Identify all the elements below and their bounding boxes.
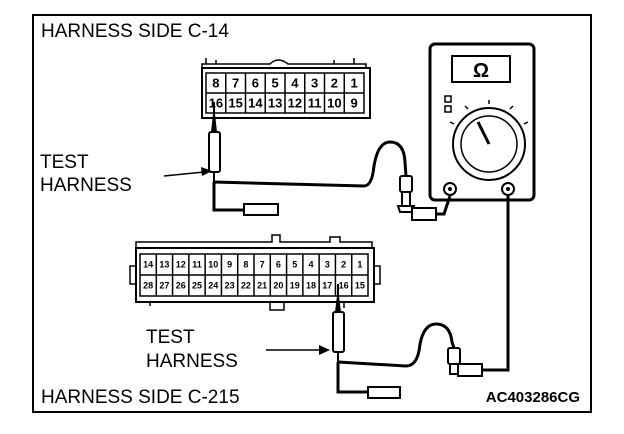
- c215-pin-25: 25: [192, 281, 202, 291]
- c215-pin-16: 16: [339, 281, 349, 291]
- harness-side-c215-label: HARNESS SIDE C-215: [41, 387, 240, 408]
- figure-code: AC403286CG: [485, 389, 580, 406]
- leader-arrow-2: [266, 345, 330, 355]
- c14-pin-7: 7: [232, 76, 239, 91]
- c215-pin-26: 26: [176, 281, 186, 291]
- c14-pin-6: 6: [252, 76, 259, 91]
- c215-pin-11: 11: [192, 260, 202, 270]
- c14-pin-14: 14: [248, 96, 263, 111]
- ohmmeter: Ω: [428, 42, 536, 202]
- c14-pin-11: 11: [308, 96, 322, 111]
- c215-pin-4: 4: [308, 260, 313, 270]
- test-harness-1-label-line2: HARNESS: [40, 175, 132, 196]
- c14-pin-3: 3: [311, 76, 318, 91]
- c14-pin-8: 8: [212, 76, 219, 91]
- c215-pin-23: 23: [225, 281, 235, 291]
- c215-pin-18: 18: [306, 281, 316, 291]
- c14-pin-2: 2: [331, 76, 338, 91]
- test-harness-1-label-line1: TEST: [40, 152, 89, 173]
- c14-pin-1: 1: [351, 76, 358, 91]
- c215-pin-1: 1: [357, 260, 362, 270]
- ohm-symbol: Ω: [473, 60, 489, 82]
- test-harness-2: [332, 196, 510, 399]
- diagram-frame: HARNESS SIDE C-14 HARNESS SIDE C-215 AC4…: [32, 14, 592, 413]
- c14-pin-12: 12: [288, 96, 302, 111]
- test-harness-2-label-line2: HARNESS: [146, 351, 238, 372]
- c215-pin-5: 5: [292, 260, 297, 270]
- c215-pin-6: 6: [276, 260, 281, 270]
- c14-pin-4: 4: [291, 76, 299, 91]
- c14-pin-5: 5: [272, 76, 279, 91]
- c14-pin-16: 16: [209, 96, 223, 111]
- c215-pin-3: 3: [325, 260, 330, 270]
- test-harness-2-label-line1: TEST: [146, 327, 195, 348]
- c215-pin-7: 7: [260, 260, 265, 270]
- test-harness-1: [208, 102, 452, 221]
- c215-pin-9: 9: [227, 260, 232, 270]
- c215-pin-8: 8: [243, 260, 248, 270]
- c215-pin-12: 12: [176, 260, 186, 270]
- c215-pin-10: 10: [208, 260, 218, 270]
- leader-arrow-1: [163, 167, 212, 177]
- c215-pin-21: 21: [257, 281, 267, 291]
- c215-pin-19: 19: [290, 281, 300, 291]
- c215-pin-28: 28: [143, 281, 153, 291]
- c14-pin-9: 9: [351, 96, 358, 111]
- c215-pin-24: 24: [208, 281, 218, 291]
- c14-pin-10: 10: [327, 96, 341, 111]
- harness-side-c14-label: HARNESS SIDE C-14: [41, 21, 229, 42]
- c215-pin-15: 15: [355, 281, 365, 291]
- c215-pin-27: 27: [159, 281, 169, 291]
- c14-pin-15: 15: [228, 96, 242, 111]
- c14-pin-13: 13: [268, 96, 282, 111]
- c215-pin-20: 20: [273, 281, 283, 291]
- c215-pin-2: 2: [341, 260, 346, 270]
- c215-pin-13: 13: [159, 260, 169, 270]
- c215-pin-22: 22: [241, 281, 251, 291]
- c215-pin-17: 17: [322, 281, 332, 291]
- c215-pin-14: 14: [143, 260, 153, 270]
